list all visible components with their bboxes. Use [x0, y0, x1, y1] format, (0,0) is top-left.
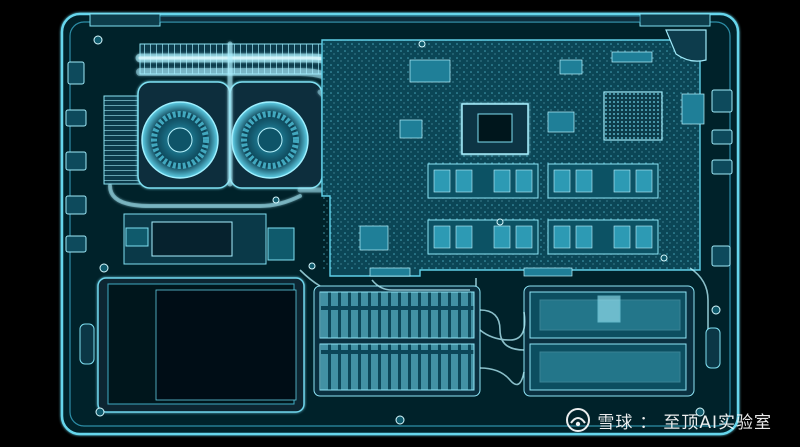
watermark-account: 至顶AI实验室: [663, 412, 772, 433]
watermark-separator: ：: [639, 412, 658, 433]
watermark: 雪球：至顶AI实验室: [565, 407, 772, 433]
xueqiu-logo-icon: [566, 408, 591, 432]
watermark-platform: 雪球: [597, 412, 634, 433]
battery-cells-right: [523, 285, 695, 397]
left-ports: [65, 61, 87, 253]
hinge-bracket: [665, 29, 707, 62]
battery-wiring: [299, 267, 709, 386]
battery-left: [97, 277, 305, 413]
ram-modules: [427, 163, 659, 255]
battery-cells-center: [313, 285, 481, 397]
bga-chip: [603, 91, 663, 141]
right-ports: [711, 89, 733, 267]
screws: [93, 35, 721, 425]
speakers: [79, 323, 721, 369]
fan-right: [231, 101, 309, 179]
cpu-chip: [461, 103, 529, 155]
fan-left: [141, 101, 219, 179]
board-components: [359, 51, 705, 277]
io-board: [123, 213, 295, 265]
